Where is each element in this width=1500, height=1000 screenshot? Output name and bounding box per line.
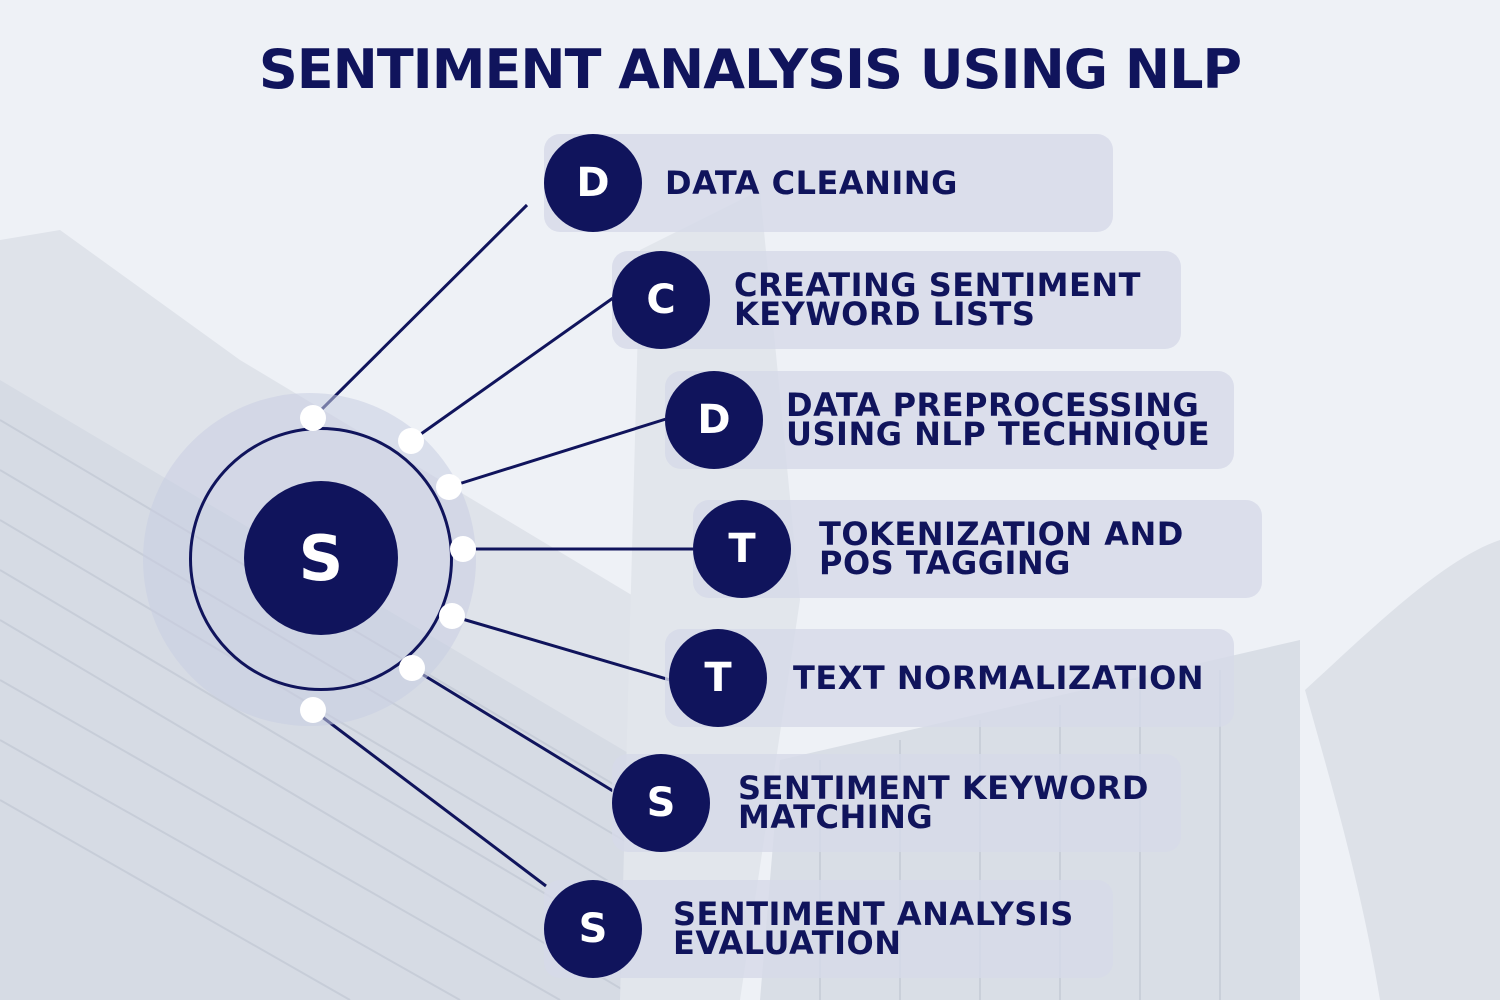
step-card-analysis-evaluation: S SENTIMENT ANALYSIS EVALUATION <box>544 880 1113 978</box>
connector-line-7 <box>312 708 547 888</box>
step-label: SENTIMENT KEYWORD MATCHING <box>738 769 1149 836</box>
step-letter-circle: S <box>544 880 642 978</box>
connector-line-3 <box>448 417 667 489</box>
step-letter-circle: D <box>665 371 763 469</box>
step-label: DATA CLEANING <box>665 163 958 202</box>
step-card-creating-keyword-lists: C CREATING SENTIMENT KEYWORD LISTS <box>612 251 1181 349</box>
step-letter-circle: S <box>612 754 710 852</box>
step-label: TOKENIZATION AND POS TAGGING <box>819 515 1184 582</box>
step-label: DATA PREPROCESSING USING NLP TECHNIQUE <box>786 386 1211 453</box>
connector-line-1 <box>311 203 529 420</box>
step-letter-circle: T <box>669 629 767 727</box>
step-letter-circle: C <box>612 251 710 349</box>
step-letter-circle: D <box>544 134 642 232</box>
hub-circle: S <box>244 481 398 635</box>
step-letter-circle: T <box>693 500 791 598</box>
connector-line-5 <box>451 614 671 682</box>
step-label: CREATING SENTIMENT KEYWORD LISTS <box>734 266 1141 333</box>
step-card-tokenization: T TOKENIZATION AND POS TAGGING <box>693 500 1262 598</box>
connector-line-2 <box>410 296 614 443</box>
step-card-text-normalization: T TEXT NORMALIZATION <box>665 629 1234 727</box>
step-card-data-cleaning: D DATA CLEANING <box>544 134 1113 232</box>
step-label: TEXT NORMALIZATION <box>793 658 1205 697</box>
page-title: SENTIMENT ANALYSIS USING NLP <box>258 38 1242 101</box>
step-card-keyword-matching: S SENTIMENT KEYWORD MATCHING <box>612 754 1181 852</box>
connector-line-6 <box>411 666 614 793</box>
step-card-data-preprocessing: D DATA PREPROCESSING USING NLP TECHNIQUE <box>665 371 1234 469</box>
step-label: SENTIMENT ANALYSIS EVALUATION <box>673 895 1074 962</box>
